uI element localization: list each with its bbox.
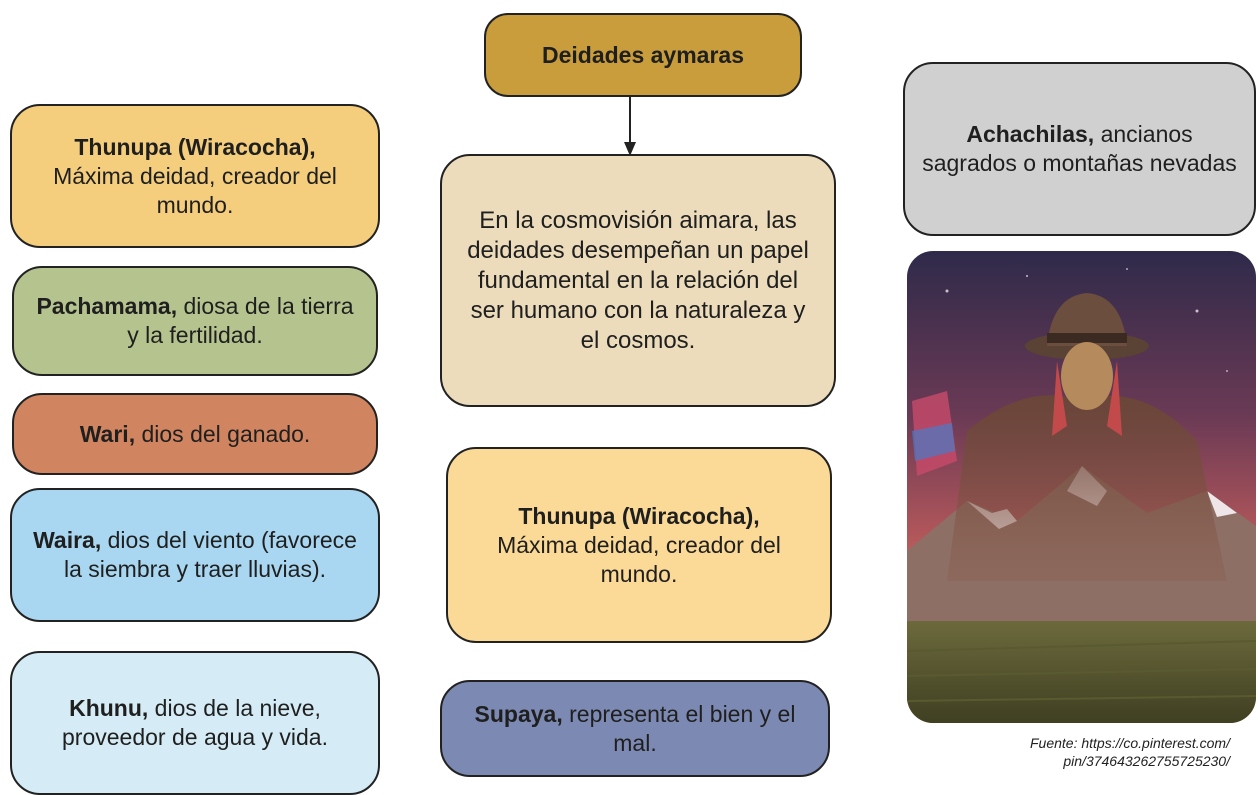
cosmovision-box: En la cosmovisión aimara, las deidades d… bbox=[440, 154, 836, 407]
deity-description: dios del ganado. bbox=[141, 420, 311, 447]
source-line-2: pin/374643262755725230/ bbox=[1063, 753, 1230, 769]
deity-box-khunu: Khunu, dios de la nieve, proveedor de ag… bbox=[10, 651, 380, 795]
diagram-title-text: Deidades aymaras bbox=[541, 41, 744, 68]
deity-name: Pachamama, bbox=[36, 293, 178, 319]
deity-box-waira: Waira, dios del viento (favorece la siem… bbox=[10, 488, 380, 622]
cosmovision-text: En la cosmovisión aimara, las deidades d… bbox=[467, 206, 809, 354]
deity-box-thunupa-center: Thunupa (Wiracocha),Máxima deidad, cread… bbox=[446, 447, 832, 643]
diagram-title: Deidades aymaras bbox=[484, 13, 802, 97]
deity-description: dios de la nieve, proveedor de agua y vi… bbox=[62, 695, 328, 750]
deity-description: Máxima deidad, creador del mundo. bbox=[53, 162, 337, 218]
deity-name: Thunupa (Wiracocha), bbox=[518, 502, 760, 529]
deity-box-wari: Wari, dios del ganado. bbox=[12, 393, 378, 475]
deity-description: Máxima deidad, creador del mundo. bbox=[497, 531, 781, 587]
deity-box-pachamama: Pachamama, diosa de la tierra y la ferti… bbox=[12, 266, 378, 376]
deity-box-achachilas: Achachilas, ancianos sagrados o montañas… bbox=[903, 62, 1256, 236]
deity-name: Thunupa (Wiracocha), bbox=[74, 133, 316, 160]
achachila-illustration bbox=[907, 251, 1256, 723]
image-source-caption: Fuente: https://co.pinterest.com/ pin/37… bbox=[920, 734, 1230, 770]
deity-description: ancianos sagrados o montañas nevadas bbox=[922, 121, 1237, 176]
source-line-1: Fuente: https://co.pinterest.com/ bbox=[1030, 735, 1230, 751]
deity-name: Achachilas, bbox=[966, 121, 1095, 147]
deity-box-thunupa: Thunupa (Wiracocha),Máxima deidad, cread… bbox=[10, 104, 380, 248]
deity-name: Supaya, bbox=[474, 700, 563, 727]
deity-description: dios del viento (favorece la siembra y t… bbox=[63, 527, 357, 582]
deity-description: diosa de la tierra y la fertilidad. bbox=[127, 293, 354, 348]
deity-box-supaya: Supaya, representa el bien y el mal. bbox=[440, 680, 830, 777]
deity-name: Waira, bbox=[33, 527, 102, 553]
deity-description: representa el bien y el mal. bbox=[569, 700, 796, 756]
deity-name: Khunu, bbox=[69, 695, 149, 721]
deity-name: Wari, bbox=[79, 420, 136, 447]
